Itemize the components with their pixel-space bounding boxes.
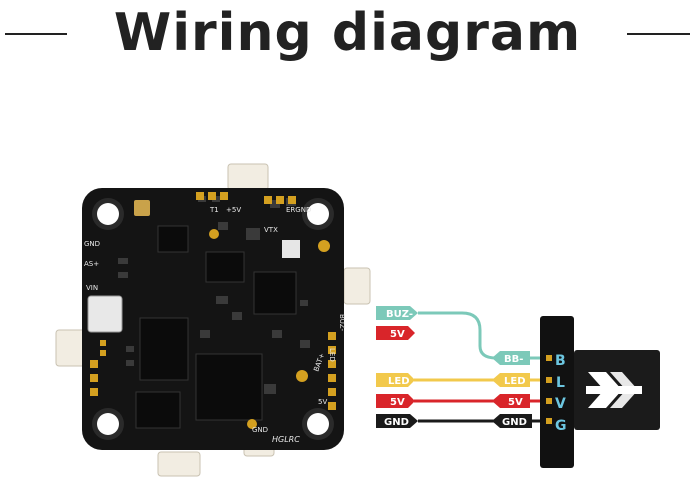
silk-5v: 5V: [318, 398, 327, 406]
silk-as: AS+: [84, 260, 99, 268]
reg-chip: [157, 225, 189, 253]
svg-text:5V: 5V: [390, 397, 405, 408]
svg-text:LED: LED: [388, 376, 410, 387]
connector-top: [227, 163, 269, 191]
led-buzzer-module: B L V G: [540, 316, 660, 468]
mounting-holes: [92, 198, 334, 440]
connector-right: [343, 267, 371, 305]
silk-ergnd: ERGND: [286, 206, 311, 214]
page-title: Wiring diagram: [113, 3, 582, 63]
tag-5v-right: 5V: [492, 394, 530, 408]
osd-chip: [195, 353, 263, 421]
title-left-rule: [5, 33, 67, 35]
silk-t1: T1: [209, 206, 219, 214]
silk-vin: VIN: [86, 284, 98, 292]
tag-buz-left: BUZ-: [376, 306, 418, 320]
tag-gnd-left: GND: [376, 414, 418, 428]
flash-chip: [135, 391, 181, 429]
module-pads: [546, 355, 552, 424]
silk-gnd-left: GND: [84, 240, 100, 248]
right-wire-tags: BB- LED 5V GND: [492, 351, 532, 428]
svg-text:BB-: BB-: [504, 354, 523, 365]
svg-text:BUZ-: BUZ-: [386, 309, 413, 320]
pcb-body: [82, 188, 344, 450]
title-bar: Wiring diagram: [0, 0, 695, 70]
module-pin-b: B: [555, 353, 566, 369]
title-right-rule: [627, 33, 690, 35]
tag-bb-right: BB-: [492, 351, 530, 365]
svg-text:5V: 5V: [508, 397, 523, 408]
tag-5v-left: 5V: [376, 394, 415, 408]
svg-text:GND: GND: [502, 417, 527, 428]
gyro-chip: [253, 271, 297, 315]
module-logo-icon: [586, 372, 642, 408]
silk-led: LED: [328, 348, 336, 362]
module-pin-l: L: [556, 375, 565, 391]
tag-led-right: LED: [492, 373, 530, 387]
tag-5v-left-top: 5V: [376, 326, 415, 340]
module-pin-g: G: [555, 418, 567, 434]
silk-plus5v: +5V: [226, 206, 241, 214]
antenna-connector: [134, 200, 150, 216]
svg-text:5V: 5V: [390, 329, 405, 340]
usb-port: [87, 295, 123, 333]
silk-vtx: VTX: [264, 226, 278, 234]
flight-controller-board: BAT+ GND LED BUZ- 5V ERGND VTX T1 +5V GN…: [55, 163, 371, 477]
left-wire-tags: BUZ- 5V LED 5V GND: [376, 306, 418, 428]
connector-bottom: [157, 451, 201, 477]
tag-gnd-right: GND: [492, 414, 532, 428]
mcu-chip: [139, 317, 189, 381]
module-pin-v: V: [555, 396, 566, 412]
silk-brand: HGLRC: [272, 435, 300, 444]
tag-led-left: LED: [376, 373, 415, 387]
connector-left: [55, 329, 87, 367]
buzzer-pad-block: [282, 240, 300, 258]
solder-pads: [90, 192, 336, 429]
silk-gnd-bottom: GND: [252, 426, 268, 434]
svg-text:GND: GND: [384, 417, 409, 428]
svg-text:LED: LED: [504, 376, 526, 387]
module-pcb: [540, 316, 574, 468]
wire-buz: [418, 311, 540, 360]
baro-chip: [205, 251, 245, 283]
silk-buz: BUZ-: [338, 314, 346, 331]
